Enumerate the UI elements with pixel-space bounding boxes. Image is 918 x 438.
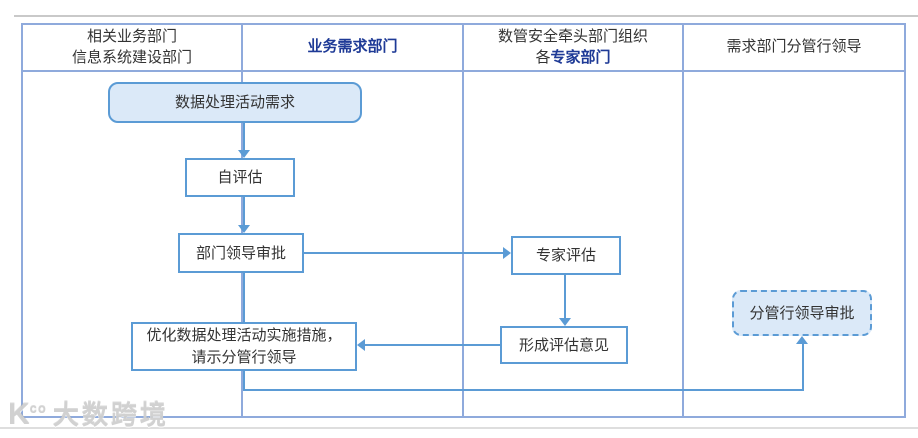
lane-header-line: 信息系统建设部门: [71, 48, 192, 66]
edge-optimize-to-branch-approval-across: [243, 389, 804, 391]
edge-self-assessment-to-dept-approval: [243, 197, 245, 226]
lane-header-business-demand: 业务需求部门: [243, 23, 462, 70]
node-demand: 数据处理活动需求: [108, 82, 362, 123]
arrowhead-down-icon: [238, 225, 250, 233]
lane-divider-3: [682, 23, 684, 418]
lane-divider-1: [241, 23, 243, 418]
node-label: 部门领导审批: [195, 244, 286, 262]
watermark-logo-icon: Kco: [8, 394, 47, 430]
arrowhead-right-icon: [503, 247, 511, 259]
edge-demand-to-self-assessment: [243, 123, 245, 152]
node-label: 优化数据处理活动实施措施，: [146, 326, 342, 344]
lane-header-data-security-experts: 数管安全牵头部门组织 各专家部门: [464, 23, 682, 70]
header-separator: [21, 70, 906, 72]
edge-expert-assessment-to-opinion: [564, 275, 566, 319]
node-dept-leader-approval: 部门领导审批: [178, 233, 304, 273]
edge-optimize-to-branch-approval-down: [243, 371, 245, 391]
node-self-assessment: 自评估: [185, 158, 295, 197]
lane-header-line: 各专家部门: [535, 47, 610, 68]
lane-header-line: 需求部门分管行领导: [726, 38, 862, 55]
edge-opinion-to-optimize: [365, 344, 500, 346]
bottom-rule: [0, 427, 918, 429]
lane-header-line: 相关业务部门: [86, 27, 177, 45]
watermark-text: 大数跨境: [52, 400, 169, 430]
lane-header-line: 数管安全牵头部门组织: [497, 27, 648, 45]
lane-header-line: 业务需求部门: [307, 38, 398, 55]
lane-divider-2: [462, 23, 464, 418]
node-label: 专家评估: [535, 247, 596, 264]
watermark-logo-sup: co: [29, 401, 47, 416]
watermark: Kco 大数跨境: [8, 394, 169, 431]
node-label: 自评估: [217, 169, 263, 186]
node-label: 数据处理活动需求: [174, 94, 295, 111]
arrowhead-left-icon: [357, 339, 365, 351]
node-label: 请示分管行领导: [191, 348, 297, 366]
edge-dept-approval-to-optimize: [243, 273, 245, 322]
lane-header-branch-leader: 需求部门分管行领导: [684, 23, 904, 70]
arrowhead-down-icon: [559, 318, 571, 326]
node-label: 分管行领导审批: [749, 304, 855, 322]
node-expert-assessment: 专家评估: [511, 236, 621, 275]
node-branch-leader-approval: 分管行领导审批: [732, 290, 872, 336]
node-label: 形成评估意见: [518, 336, 609, 354]
arrowhead-down-icon: [238, 150, 250, 158]
node-optimize-measures: 优化数据处理活动实施措施， 请示分管行领导: [131, 322, 357, 371]
lane-header-line-highlight: 专家部门: [550, 48, 611, 66]
arrowhead-up-icon: [796, 336, 808, 344]
node-assessment-opinion: 形成评估意见: [500, 326, 628, 364]
lane-header-line-prefix: 各: [535, 48, 551, 66]
lane-header-related-business: 相关业务部门 信息系统建设部门: [23, 23, 241, 70]
top-rule: [14, 15, 918, 17]
edge-dept-approval-to-expert-assessment: [304, 252, 503, 254]
edge-optimize-to-branch-approval-up: [802, 344, 804, 391]
watermark-logo-main: K: [8, 398, 30, 431]
